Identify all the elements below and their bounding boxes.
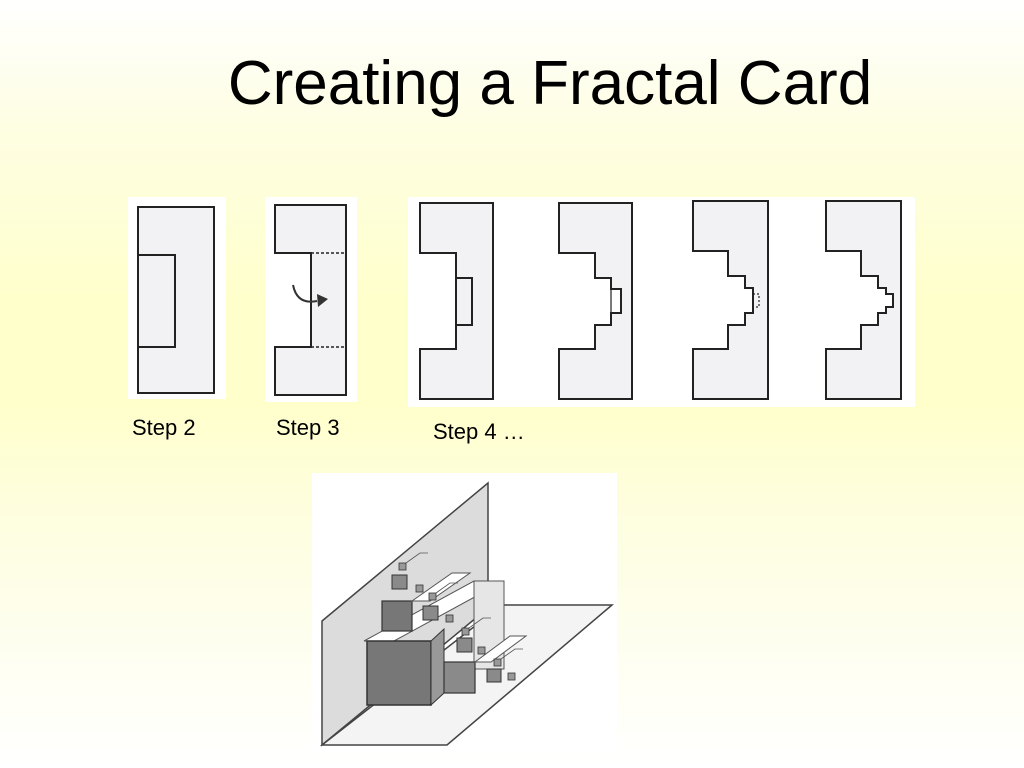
iteration-3-card xyxy=(692,200,769,400)
iteration-4-card xyxy=(825,200,902,400)
step-3-card-outline xyxy=(274,204,347,396)
small-square-2 xyxy=(422,605,439,621)
small-square-1 xyxy=(391,574,408,590)
fractal-card-3d-illustration xyxy=(312,473,617,751)
step-2-label: Step 2 xyxy=(132,415,196,440)
step-3-diagram xyxy=(265,197,357,402)
step-3-label: Step 3 xyxy=(276,415,340,440)
iteration-2-card xyxy=(558,202,633,400)
large-square xyxy=(366,640,432,706)
small-square-3 xyxy=(456,637,473,653)
medium-square-upper xyxy=(381,600,413,632)
step-4-diagram xyxy=(408,197,915,407)
page-title: Creating a Fractal Card xyxy=(227,49,873,118)
small-square-4 xyxy=(486,668,502,683)
iteration-1-card xyxy=(419,202,494,400)
step-2-diagram xyxy=(128,197,226,399)
medium-square-lower xyxy=(443,661,476,694)
curved-arrow-icon xyxy=(292,284,328,307)
step-4-label: Step 4 … xyxy=(433,419,525,444)
